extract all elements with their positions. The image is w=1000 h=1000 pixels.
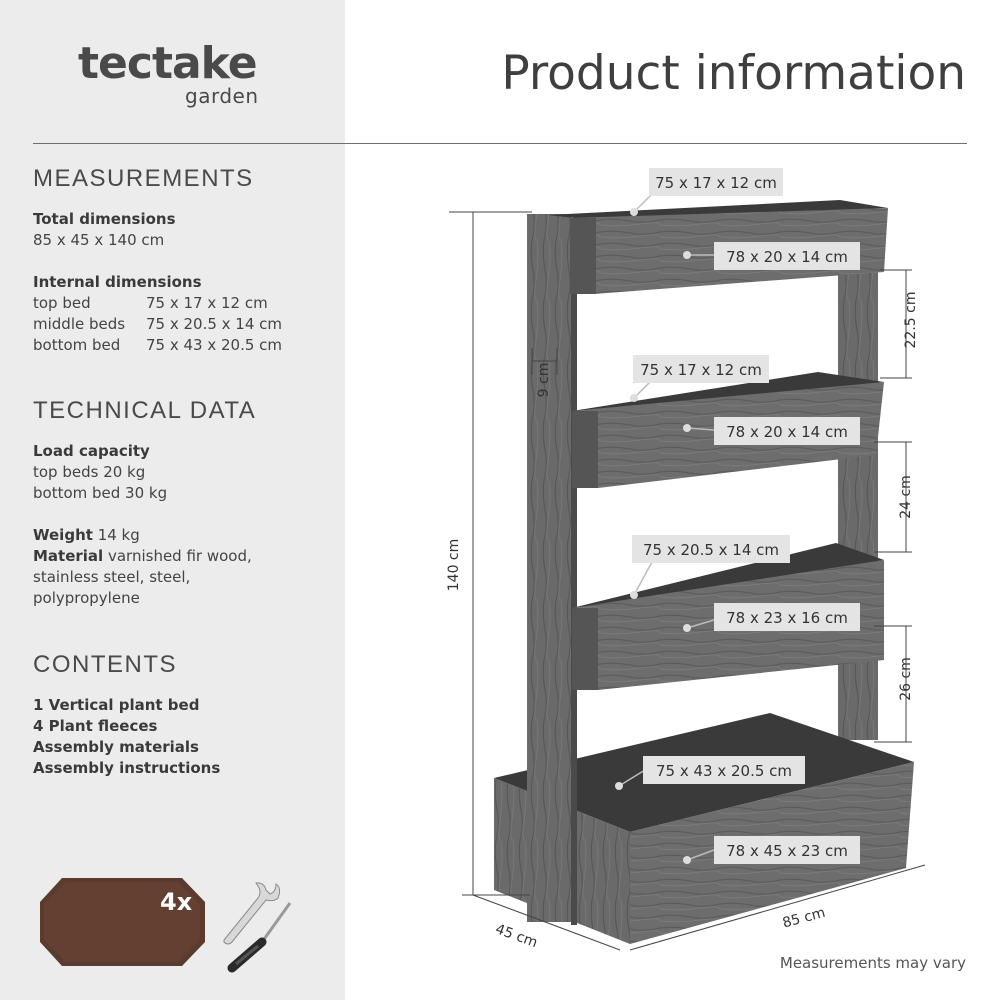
material-value: varnished fir wood, (107, 547, 252, 565)
contents-item: Assembly instructions (33, 759, 221, 777)
depth: 45 cm (493, 921, 539, 951)
gap-bottom: 26 cm (898, 657, 914, 701)
callout-bottom-external: 78 x 45 x 23 cm (683, 836, 860, 864)
gap-top: 22.5 cm (903, 292, 919, 349)
disclaimer-note: Measurements may vary (779, 954, 966, 972)
callout-bottom-internal: 75 x 43 x 20.5 cm (615, 756, 805, 790)
total-dimensions-value: 85 x 45 x 140 cm (33, 231, 165, 249)
internal-dimensions-label: Internal dimensions (33, 273, 202, 291)
internal-row-value: 75 x 17 x 12 cm (146, 294, 268, 312)
brand-sub: garden (185, 84, 259, 108)
measurements-heading: MEASUREMENTS (33, 165, 254, 192)
internal-row: top bed 75 x 17 x 12 cm (33, 293, 333, 314)
fleece-count: 4x (160, 888, 193, 916)
label-text: 75 x 17 x 12 cm (655, 174, 777, 192)
left-panel (0, 0, 345, 1000)
brand-logo: tectake (78, 38, 258, 89)
internal-row: middle beds 75 x 20.5 x 14 cm (33, 314, 333, 335)
label-text: 78 x 23 x 16 cm (726, 609, 848, 627)
label-text: 75 x 20.5 x 14 cm (643, 541, 779, 559)
width: 85 cm (781, 905, 827, 932)
technical-heading: TECHNICAL DATA (33, 397, 257, 424)
screwdriver-icon (227, 902, 292, 973)
contents-item: Assembly materials (33, 738, 199, 756)
weight-value: 14 kg (97, 526, 140, 544)
gap-middle: 24 cm (898, 475, 914, 519)
callout-top-internal: 75 x 17 x 12 cm (630, 168, 783, 216)
internal-row-label: middle beds (33, 315, 126, 333)
material-continued: stainless steel, steel, (33, 568, 191, 586)
label-text: 75 x 17 x 12 cm (640, 361, 762, 379)
contents-item: 1 Vertical plant bed (33, 696, 200, 714)
internal-row-value: 75 x 20.5 x 14 cm (146, 315, 283, 333)
label-text: 78 x 20 x 14 cm (726, 248, 848, 266)
internal-row-label: bottom bed (33, 336, 121, 354)
weight-label: Weight (33, 526, 93, 544)
label-text: 78 x 20 x 14 cm (726, 423, 848, 441)
internal-row: bottom bed 75 x 43 x 20.5 cm (33, 335, 333, 356)
post-offset: 9 cm (536, 363, 552, 398)
load-line: bottom bed 30 kg (33, 484, 168, 502)
internal-row-value: 75 x 43 x 20.5 cm (146, 336, 283, 354)
front-post-edge (571, 225, 577, 925)
callout-second-external: 78 x 20 x 14 cm (683, 417, 860, 445)
contents-section: CONTENTS 1 Vertical plant bed 4 Plant fl… (33, 651, 333, 779)
back-post (838, 270, 878, 740)
front-post (527, 214, 571, 922)
label-text: 78 x 45 x 23 cm (726, 842, 848, 860)
material-label: Material (33, 547, 104, 565)
callout-third-internal: 75 x 20.5 x 14 cm (630, 535, 790, 599)
load-capacity-label: Load capacity (33, 442, 150, 460)
callout-second-internal: 75 x 17 x 12 cm (630, 355, 769, 402)
material-line: Material varnished fir wood, (33, 546, 333, 567)
callout-top-external: 78 x 20 x 14 cm (683, 242, 860, 270)
wrench-icon (223, 882, 281, 945)
load-line: top beds 20 kg (33, 463, 146, 481)
divider (33, 143, 967, 144)
page-title: Product information (501, 46, 966, 101)
plant-fleece-icon: 4x (40, 878, 205, 966)
technical-section: TECHNICAL DATA Load capacity top beds 20… (33, 397, 333, 609)
accessories-illustration: 4x (40, 878, 292, 973)
total-dimensions-label: Total dimensions (33, 210, 176, 228)
label-text: 75 x 43 x 20.5 cm (656, 762, 792, 780)
internal-row-label: top bed (33, 294, 91, 312)
weight-line: Weight 14 kg (33, 525, 333, 546)
dimension-lines (449, 211, 926, 951)
callout-third-external: 78 x 23 x 16 cm (683, 603, 860, 632)
contents-heading: CONTENTS (33, 651, 177, 678)
contents-item: 4 Plant fleeces (33, 717, 158, 735)
measurements-section: MEASUREMENTS Total dimensions 85 x 45 x … (33, 165, 333, 356)
material-continued: polypropylene (33, 589, 140, 607)
height-total: 140 cm (446, 539, 462, 592)
